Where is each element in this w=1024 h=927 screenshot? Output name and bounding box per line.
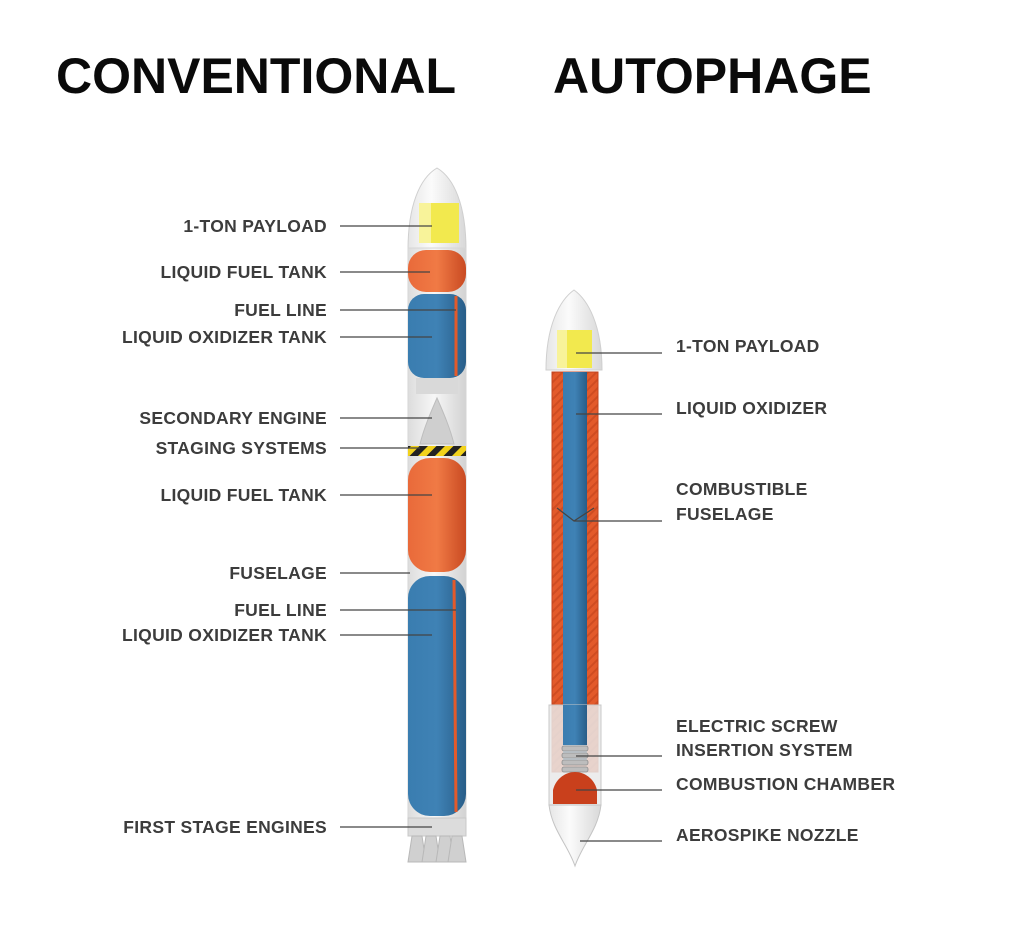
lower-fuel-tank: [408, 458, 466, 572]
liquid-oxidizer-core: [563, 372, 587, 762]
label-liquid-oxidizer-tank-upper: LIQUID OXIDIZER TANK: [122, 327, 327, 347]
staging-band: [408, 446, 466, 456]
label-staging-systems: STAGING SYSTEMS: [156, 438, 327, 458]
label-aerospike-nozzle: AEROSPIKE NOZZLE: [676, 825, 859, 845]
combustion-chamber: [553, 772, 597, 804]
label-autophage-payload: 1-TON PAYLOAD: [676, 336, 820, 356]
label-liquid-oxidizer-tank-lower: LIQUID OXIDIZER TANK: [122, 625, 327, 645]
label-liquid-fuel-tank-upper: LIQUID FUEL TANK: [160, 262, 327, 282]
autophage-labels: 1-TON PAYLOAD LIQUID OXIDIZER COMBUSTIBL…: [556, 336, 895, 845]
label-combustible: COMBUSTIBLE: [676, 479, 808, 499]
label-liquid-fuel-tank-lower: LIQUID FUEL TANK: [160, 485, 327, 505]
label-first-stage-engines: FIRST STAGE ENGINES: [123, 817, 327, 837]
upper-oxidizer-tank: [408, 294, 466, 378]
lower-oxidizer-tank: [408, 576, 466, 816]
label-combustible-fuselage: FUSELAGE: [676, 504, 774, 524]
conventional-labels: 1-TON PAYLOAD LIQUID FUEL TANK FUEL LINE…: [122, 216, 456, 837]
label-fuel-line-lower: FUEL LINE: [234, 600, 327, 620]
heading-conventional: CONVENTIONAL: [56, 48, 456, 104]
label-liquid-oxidizer: LIQUID OXIDIZER: [676, 398, 827, 418]
label-combustion-chamber: COMBUSTION CHAMBER: [676, 774, 895, 794]
label-electric-screw: ELECTRIC SCREW: [676, 716, 838, 736]
first-stage-nozzles: [407, 835, 467, 863]
label-secondary-engine: SECONDARY ENGINE: [139, 408, 327, 428]
autophage-rocket: [545, 289, 603, 868]
label-fuel-line-upper: FUEL LINE: [234, 300, 327, 320]
label-insertion-system: INSERTION SYSTEM: [676, 740, 853, 760]
upper-fuel-tank: [408, 250, 466, 292]
conventional-rocket: [407, 167, 467, 863]
secondary-engine: [419, 396, 455, 445]
aerospike-nozzle: [548, 804, 602, 868]
label-fuselage: FUSELAGE: [229, 563, 327, 583]
lower-fuel-line: [452, 579, 458, 813]
label-payload: 1-TON PAYLOAD: [183, 216, 327, 236]
electric-screw: [561, 745, 589, 773]
heading-autophage: AUTOPHAGE: [553, 48, 872, 104]
